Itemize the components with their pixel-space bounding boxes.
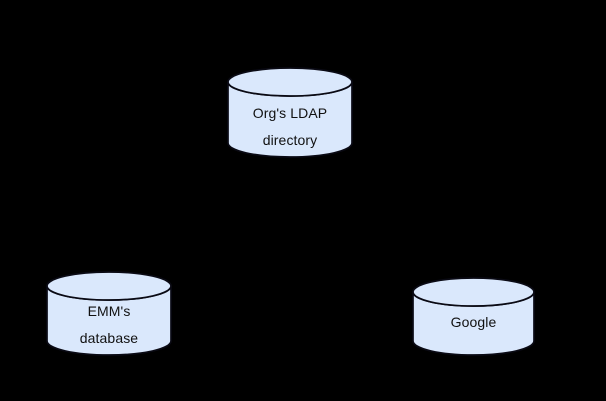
cylinder-top-cap [412, 277, 535, 307]
database-node-google[interactable]: Google [412, 277, 535, 356]
cylinder-top-cap [46, 271, 172, 301]
cylinder-top-cap [227, 67, 353, 97]
